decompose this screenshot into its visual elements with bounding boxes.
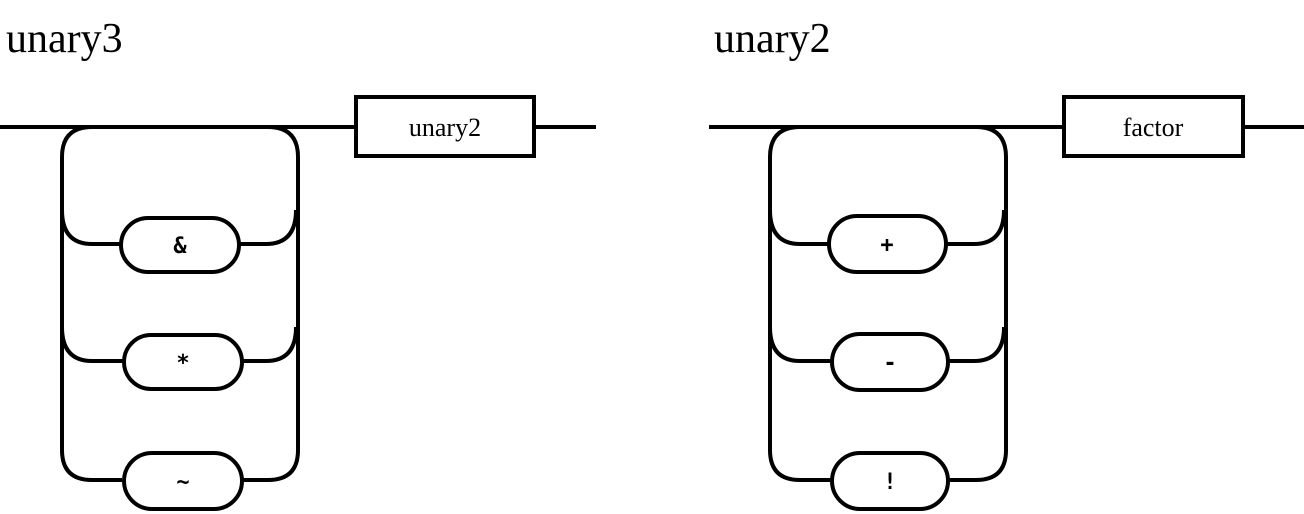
choice-branch bbox=[60, 326, 298, 363]
choice-frame bbox=[768, 125, 1008, 482]
terminal-label: * bbox=[176, 351, 189, 376]
nonterminal-unary2: unary2 bbox=[354, 95, 536, 158]
choice-branch bbox=[768, 209, 1006, 246]
terminal-label: ! bbox=[883, 470, 896, 495]
terminal-exclamation: ! bbox=[830, 451, 950, 511]
terminal-tilde: ~ bbox=[122, 451, 244, 511]
terminal-asterisk: * bbox=[122, 333, 244, 391]
nonterminal-factor: factor bbox=[1062, 95, 1245, 158]
terminal-plus: + bbox=[827, 214, 948, 274]
choice-branch bbox=[60, 209, 298, 246]
diagram-unary3: unary3 & * ~ unary2 bbox=[0, 16, 596, 511]
nonterminal-label: factor bbox=[1123, 113, 1184, 142]
choice-branch bbox=[768, 326, 1006, 363]
terminal-ampersand: & bbox=[119, 216, 241, 274]
terminal-label: & bbox=[173, 234, 187, 259]
terminal-label: ~ bbox=[176, 470, 189, 495]
choice-frame bbox=[60, 125, 300, 482]
diagram-unary2: unary2 + - ! factor bbox=[709, 16, 1304, 511]
terminal-label: - bbox=[883, 351, 896, 376]
terminal-minus: - bbox=[830, 332, 950, 392]
rule-title: unary2 bbox=[714, 16, 831, 62]
rule-title: unary3 bbox=[6, 16, 123, 62]
nonterminal-label: unary2 bbox=[409, 113, 481, 142]
terminal-label: + bbox=[880, 233, 893, 258]
